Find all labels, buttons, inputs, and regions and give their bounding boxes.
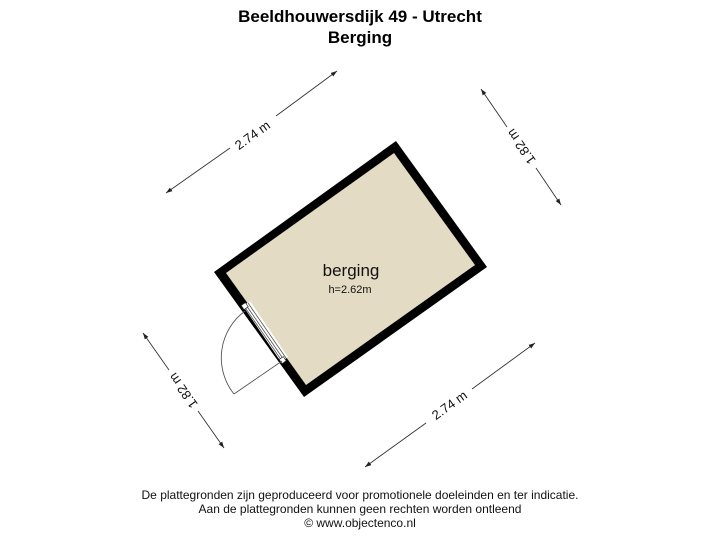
dimension-label-top-right: 1.82 m xyxy=(504,126,539,167)
dimension-top-right: 1.82 m xyxy=(480,88,562,206)
door-swing-arc xyxy=(220,310,246,395)
door-leaf xyxy=(233,360,283,395)
dimension-label-bottom-right: 2.74 m xyxy=(429,387,470,422)
room-height-label: h=2.62m xyxy=(328,284,371,296)
copyright-line: © www.objectenco.nl xyxy=(304,516,416,530)
dimension-bottom-left: 1.82 m xyxy=(142,332,225,449)
plan-floor-title: Berging xyxy=(327,28,393,47)
dimension-bottom-right: 2.74 m xyxy=(364,342,536,468)
dimension-label-top-left: 2.74 m xyxy=(232,117,273,152)
dimension-top-left: 2.74 m xyxy=(165,70,338,194)
room-floor xyxy=(226,153,475,385)
door xyxy=(220,301,288,395)
disclaimer-line-1: De plattegronden zijn geproduceerd voor … xyxy=(141,488,579,502)
room-name-label: berging xyxy=(323,261,380,280)
plan-address-title: Beeldhouwersdijk 49 - Utrecht xyxy=(238,7,482,26)
room-berging xyxy=(214,141,487,397)
dimension-label-bottom-left: 1.82 m xyxy=(166,370,201,411)
disclaimer-line-2: Aan de plattegronden kunnen geen rechten… xyxy=(198,502,522,516)
